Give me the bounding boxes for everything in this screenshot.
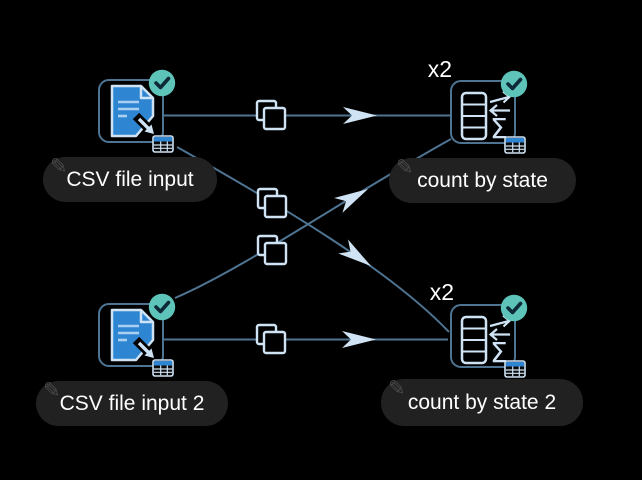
sigma-icon: Σ bbox=[490, 112, 508, 142]
insert-arrow-icon bbox=[132, 112, 159, 139]
success-check-icon bbox=[500, 70, 528, 98]
node-csv-file-input-2[interactable] bbox=[98, 293, 176, 377]
table-header bbox=[154, 361, 172, 366]
edit-pencil-icon[interactable]: ✎ bbox=[388, 377, 406, 400]
edit-pencil-icon[interactable]: ✎ bbox=[50, 155, 68, 178]
check-mark bbox=[506, 77, 523, 91]
node-label-text: count by state bbox=[417, 168, 548, 192]
edge-csv-file-input-to-count-by-state-2[interactable] bbox=[176, 146, 450, 333]
multiplier-badge-count-by-state-2: x2 bbox=[429, 279, 454, 305]
document-fold bbox=[139, 86, 153, 100]
success-check-icon bbox=[148, 293, 176, 321]
node-count-by-state[interactable]: Σ bbox=[450, 70, 528, 154]
node-label-count-by-state-2[interactable]: ✎ count by state 2 bbox=[381, 377, 583, 426]
edge-csv-file-input-2-to-count-by-state-2[interactable] bbox=[164, 323, 448, 355]
table-header bbox=[506, 362, 524, 367]
copy-front-square bbox=[263, 241, 288, 266]
arrow-head-icon bbox=[338, 239, 371, 266]
node-label-csv-file-input-2[interactable]: ✎ CSV file input 2 bbox=[36, 379, 228, 426]
arrow-tip bbox=[144, 124, 154, 134]
node-label-text: CSV file input 2 bbox=[59, 391, 205, 415]
csv-document-icon bbox=[110, 84, 159, 139]
output-table-icon[interactable] bbox=[504, 360, 526, 378]
check-mark bbox=[506, 301, 523, 315]
arrow-tip bbox=[144, 348, 154, 358]
check-circle bbox=[500, 70, 528, 98]
output-table-icon[interactable] bbox=[152, 359, 174, 377]
arrow-head-icon bbox=[343, 107, 377, 124]
arrow-head-icon bbox=[334, 189, 368, 213]
success-check-icon bbox=[500, 294, 528, 322]
copy-front-square bbox=[262, 330, 287, 355]
csv-document-icon bbox=[110, 308, 159, 363]
copy-icon bbox=[255, 323, 287, 355]
node-label-csv-file-input[interactable]: ✎ CSV file input bbox=[43, 155, 217, 202]
arrow-head-icon bbox=[342, 331, 376, 348]
multiplier-badge-count-by-state: x2 bbox=[427, 56, 452, 82]
edit-pencil-icon[interactable]: ✎ bbox=[43, 379, 61, 402]
aggregate-icon: Σ bbox=[460, 314, 512, 366]
check-mark bbox=[154, 76, 171, 90]
node-label-text: CSV file input bbox=[66, 167, 194, 191]
success-check-icon bbox=[148, 69, 176, 97]
arrow-left-icon bbox=[488, 328, 510, 341]
edge-line[interactable] bbox=[176, 146, 450, 333]
arrow-left-icon bbox=[488, 104, 510, 117]
output-table-icon[interactable] bbox=[504, 136, 526, 154]
node-label-count-by-state[interactable]: ✎ count by state bbox=[389, 156, 576, 203]
copy-front-square bbox=[262, 106, 287, 131]
table-header bbox=[506, 138, 524, 143]
document-fold bbox=[139, 310, 153, 324]
aggregate-icon: Σ bbox=[460, 90, 512, 142]
node-count-by-state-2[interactable]: Σ bbox=[450, 294, 528, 378]
node-csv-file-input[interactable] bbox=[98, 69, 176, 153]
copy-icon bbox=[256, 234, 288, 266]
copy-icon bbox=[256, 187, 288, 219]
check-circle bbox=[500, 294, 528, 322]
copy-front-square bbox=[263, 194, 288, 219]
sigma-icon: Σ bbox=[490, 336, 508, 366]
output-table-icon[interactable] bbox=[152, 135, 174, 153]
edge-csv-file-input-to-count-by-state[interactable] bbox=[164, 99, 450, 131]
insert-arrow-icon bbox=[132, 336, 159, 363]
table-header bbox=[154, 137, 172, 142]
check-mark bbox=[154, 300, 171, 314]
edit-pencil-icon[interactable]: ✎ bbox=[396, 156, 414, 179]
copy-icon bbox=[255, 99, 287, 131]
check-circle bbox=[148, 293, 176, 321]
check-circle bbox=[148, 69, 176, 97]
node-label-text: count by state 2 bbox=[407, 390, 557, 414]
